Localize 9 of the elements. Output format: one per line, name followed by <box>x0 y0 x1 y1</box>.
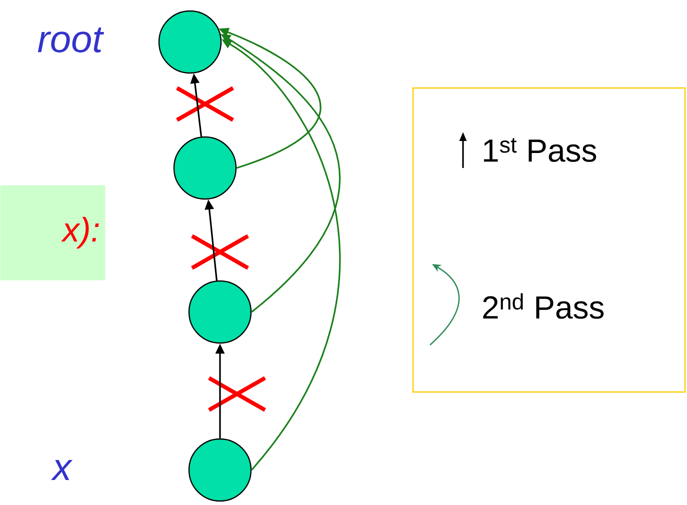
node-label: root <box>38 28 104 52</box>
tree-node <box>158 10 222 74</box>
legend-text: 2$^{nd}$ Pass <box>483 293 604 319</box>
legend-text: 1$^{st}$ Pass <box>484 138 596 162</box>
text-box: x): <box>0 185 106 280</box>
tree-node <box>188 438 252 502</box>
node-label: x <box>51 460 73 480</box>
tree-node <box>173 136 237 200</box>
tree-node <box>188 280 252 344</box>
